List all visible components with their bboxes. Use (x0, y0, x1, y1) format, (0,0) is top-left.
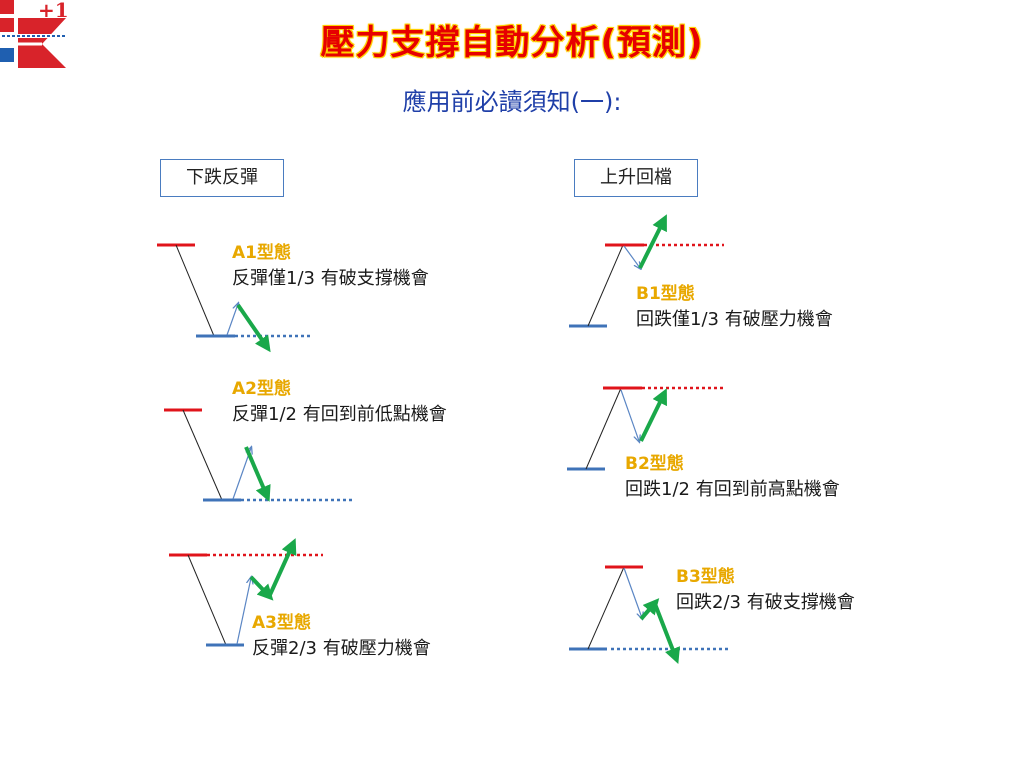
pattern-description: 回跌2/3 有破支撐機會 (676, 592, 855, 613)
pattern-code: B2 (625, 454, 650, 474)
retest-arrow (639, 388, 667, 442)
category-falling-rebound: 下跌反彈 (160, 159, 284, 197)
pattern-a1-label: A1型態 反彈僅1/3 有破支撐機會 (232, 240, 429, 292)
pattern-b1-diagram (569, 214, 724, 328)
pattern-code: A3 (252, 613, 277, 633)
pattern-a3-label: A3型態 反彈2/3 有破壓力機會 (252, 610, 431, 662)
pattern-type: 型態 (277, 613, 311, 633)
pattern-code: A2 (232, 379, 257, 399)
pattern-type: 型態 (660, 284, 695, 304)
price-decline-line (175, 244, 215, 337)
pullback-arrow (623, 567, 642, 618)
pullback-arrow (620, 389, 639, 441)
pattern-description: 回跌1/2 有回到前高點機會 (625, 479, 840, 500)
pattern-a2-label: A2型態 反彈1/2 有回到前低點機會 (232, 376, 447, 428)
pattern-a1-diagram (157, 243, 311, 353)
pullback-arrow (249, 575, 274, 601)
pattern-b3-diagram (569, 565, 728, 664)
retest-arrow (244, 446, 271, 502)
pattern-description: 反彈2/3 有破壓力機會 (252, 638, 431, 659)
pattern-code: B1 (636, 284, 661, 304)
breakout-arrow (267, 538, 297, 598)
breakdown-arrow (653, 603, 680, 664)
pattern-b1-label: B1型態 回跌僅1/3 有破壓力機會 (636, 281, 833, 333)
pattern-b2-label: B2型態 回跌1/2 有回到前高點機會 (625, 451, 840, 503)
breakout-arrow (638, 214, 667, 269)
bounce-arrow (639, 598, 660, 621)
category-rising-pullback: 上升回檔 (574, 159, 698, 197)
pattern-a3-diagram (169, 538, 323, 647)
price-decline-line (187, 554, 227, 646)
pattern-b3-label: B3型態 回跌2/3 有破支撐機會 (676, 564, 855, 616)
logo: +1 (0, 0, 70, 70)
pattern-description: 反彈僅1/3 有破支撐機會 (232, 268, 429, 289)
pullback-arrow (623, 245, 640, 268)
pattern-type: 型態 (700, 567, 735, 587)
pattern-a2-diagram (164, 408, 355, 502)
pattern-type: 型態 (257, 379, 291, 399)
pattern-description: 回跌僅1/3 有破壓力機會 (636, 309, 833, 330)
pattern-type: 型態 (649, 454, 684, 474)
price-rise-line (587, 566, 625, 650)
page-subtitle: 應用前必讀須知(一): (402, 88, 622, 116)
page-title: 壓力支撐自動分析(預測) (320, 23, 704, 63)
pattern-description: 反彈1/2 有回到前低點機會 (232, 404, 447, 425)
breakdown-arrow (236, 303, 271, 353)
price-rise-line (587, 244, 624, 327)
logo-plus-one: +1 (38, 0, 69, 22)
pattern-code: A1 (232, 243, 257, 263)
pattern-type: 型態 (257, 243, 291, 263)
rebound-arrow (236, 578, 251, 645)
price-rise-line (585, 387, 622, 470)
pattern-code: B3 (676, 567, 701, 587)
logo-mark (0, 0, 70, 70)
pattern-b2-diagram (567, 386, 725, 471)
price-decline-line (182, 409, 223, 501)
rebound-arrow (226, 304, 238, 336)
